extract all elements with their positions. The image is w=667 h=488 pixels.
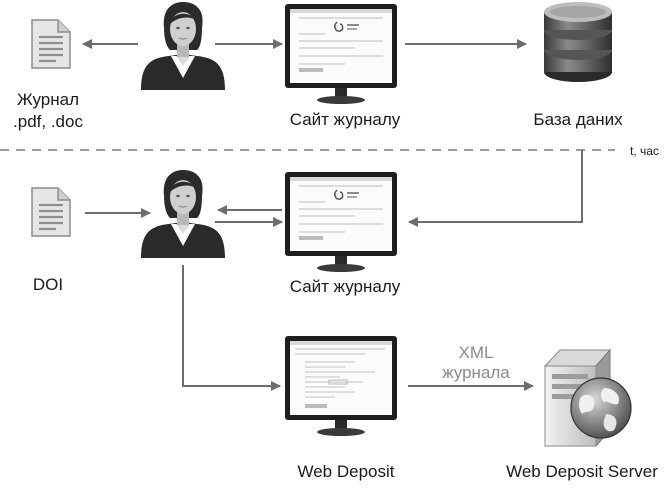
xml-label-line2: журнала bbox=[442, 363, 510, 382]
document-icon bbox=[30, 18, 72, 70]
person-icon bbox=[140, 169, 226, 259]
arrow-person-to-web-deposit bbox=[182, 265, 281, 391]
monitor-icon bbox=[284, 171, 398, 273]
database-label: База даних bbox=[533, 110, 623, 129]
time-axis-label: t, час bbox=[630, 144, 659, 158]
journal-label-line2: .pdf, .doc bbox=[13, 112, 83, 131]
person-icon bbox=[140, 1, 226, 91]
web-deposit-server-label: Web Deposit Server bbox=[506, 462, 658, 481]
doi-label: DOI bbox=[33, 275, 63, 294]
server-globe-icon bbox=[543, 348, 632, 448]
site-label-middle: Сайт журналу bbox=[290, 277, 401, 296]
monitor-icon bbox=[284, 335, 398, 437]
document-icon bbox=[30, 186, 72, 238]
database-icon bbox=[544, 2, 612, 82]
web-deposit-label: Web Deposit bbox=[297, 462, 394, 481]
xml-label-line1: XML bbox=[459, 343, 494, 362]
arrow-database-to-site bbox=[408, 150, 583, 227]
journal-label-line1: Журнал bbox=[17, 90, 79, 109]
site-label-top: Сайт журналу bbox=[290, 110, 401, 129]
monitor-icon bbox=[284, 3, 398, 105]
